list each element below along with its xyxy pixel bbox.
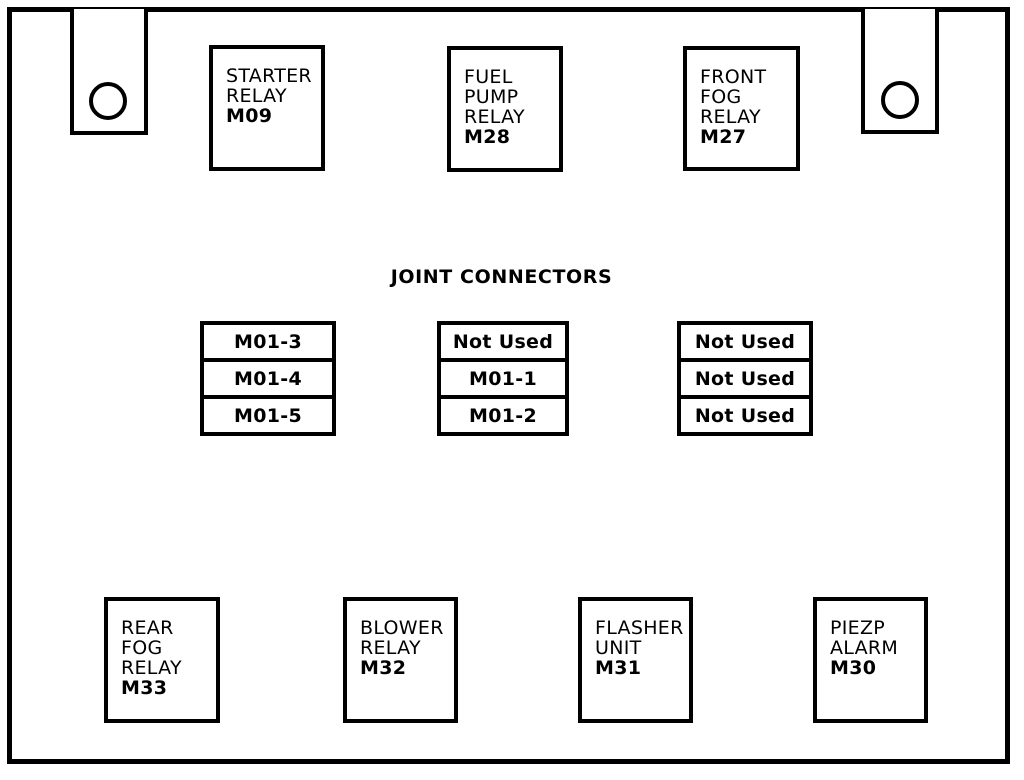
relay-label-line: FOG: [700, 86, 742, 108]
mounting-tab-right: [861, 9, 939, 134]
joint-connector-stack-right: Not Used Not Used Not Used: [677, 321, 813, 436]
mounting-hole-left-icon: [89, 82, 127, 120]
relay-label-line: PUMP: [464, 86, 519, 108]
connector-cell: M01-5: [200, 395, 336, 436]
relay-label-line: FUEL: [464, 66, 513, 88]
relay-label-line: UNIT: [595, 637, 642, 659]
relay-label-line: ALARM: [830, 637, 899, 659]
relay-label-line: RELAY: [121, 657, 182, 679]
relay-label-line: FRONT: [700, 66, 767, 88]
relay-code: M28: [464, 126, 511, 148]
relay-label-line: STARTER: [226, 65, 312, 87]
connector-cell: M01-3: [200, 321, 336, 362]
connector-cell: M01-4: [200, 358, 336, 399]
connector-cell: M01-2: [437, 395, 569, 436]
relay-label-line: RELAY: [464, 106, 525, 128]
connector-cell: Not Used: [677, 395, 813, 436]
joint-connector-stack-center: Not Used M01-1 M01-2: [437, 321, 569, 436]
relay-label-line: FLASHER: [595, 617, 684, 639]
fuse-box-outline: [7, 7, 1010, 764]
relay-box-fuel-pump-relay: FUEL PUMP RELAY M28: [447, 46, 563, 172]
relay-box-starter-relay: STARTER RELAY M09: [209, 45, 325, 171]
joint-connector-stack-left: M01-3 M01-4 M01-5: [200, 321, 336, 436]
relay-label-line: BLOWER: [360, 617, 444, 639]
connector-cell: M01-1: [437, 358, 569, 399]
relay-box-flasher-unit: FLASHER UNIT M31: [578, 597, 693, 723]
relay-label-line: PIEZP: [830, 617, 886, 639]
relay-label-line: FOG: [121, 637, 163, 659]
mounting-hole-right-icon: [881, 81, 919, 119]
relay-code: M09: [226, 105, 273, 127]
relay-label-line: RELAY: [360, 637, 421, 659]
relay-box-blower-relay: BLOWER RELAY M32: [343, 597, 458, 723]
relay-box-piezp-alarm: PIEZP ALARM M30: [813, 597, 928, 723]
relay-label-line: RELAY: [226, 85, 287, 107]
connector-cell: Not Used: [677, 358, 813, 399]
relay-code: M31: [595, 657, 642, 679]
relay-box-rear-fog-relay: REAR FOG RELAY M33: [104, 597, 220, 723]
relay-label-line: RELAY: [700, 106, 761, 128]
relay-box-front-fog-relay: FRONT FOG RELAY M27: [683, 46, 800, 171]
joint-connectors-title: JOINT CONNECTORS: [390, 266, 613, 288]
connector-cell: Not Used: [677, 321, 813, 362]
relay-code: M30: [830, 657, 877, 679]
relay-code: M32: [360, 657, 407, 679]
relay-code: M33: [121, 677, 168, 699]
relay-code: M27: [700, 126, 747, 148]
connector-cell: Not Used: [437, 321, 569, 362]
relay-label-line: REAR: [121, 617, 174, 639]
